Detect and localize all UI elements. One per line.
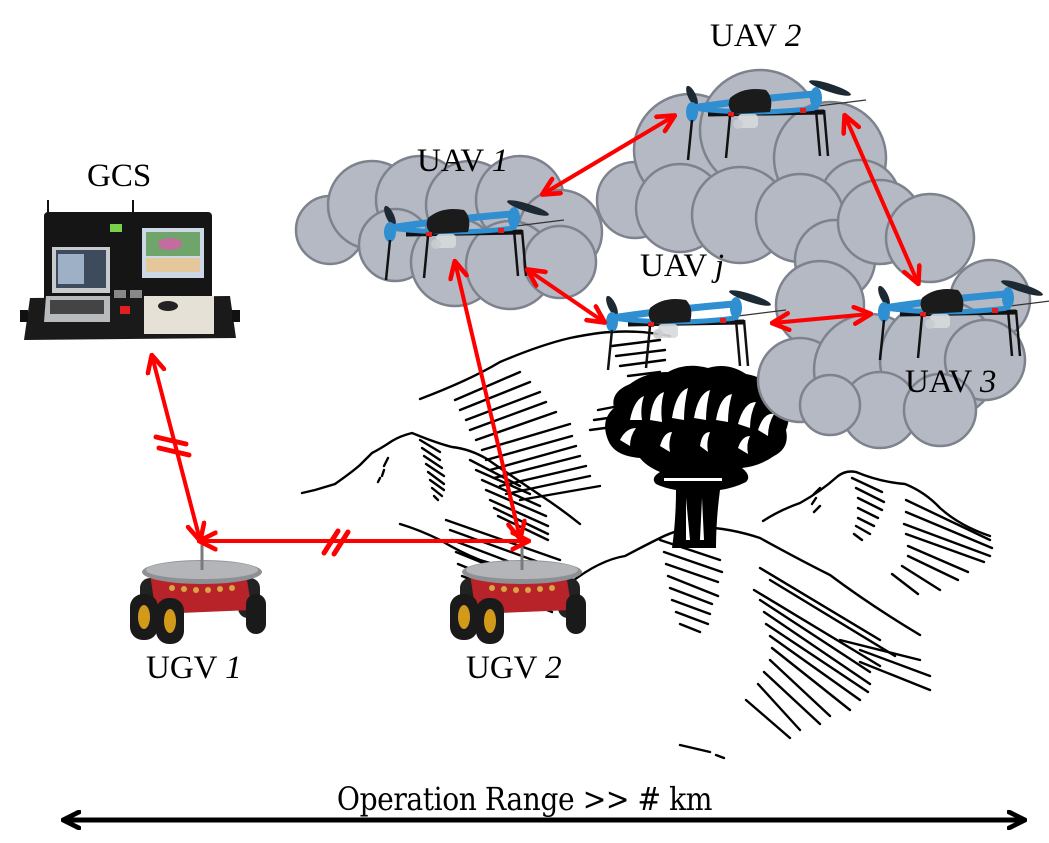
gcs-station[interactable] [20,200,240,340]
uav-2-label: UAV 2 [710,20,801,53]
mushroom-cloud-explosion-icon [605,365,789,548]
ugv-2-label-index: 2 [545,650,562,686]
uav-1-label-index: 1 [491,143,509,179]
uav-j-label-text: UAV [640,248,707,284]
ugv-1-label-index: 1 [225,650,242,686]
ground-control-station-icon [20,200,240,340]
uav-3-label-text: UAV [905,364,972,400]
link-uav2-uav3 [845,116,918,283]
uav-1-label: UAV 1 [417,145,508,178]
uav-2-label-index: 2 [784,18,802,54]
link-uav1-uavj [528,270,604,322]
link-break-marker [153,434,192,458]
uav-j-label: UAV j [640,250,724,283]
link-ugv2-uav1 [455,262,520,538]
operation-range-label: Operation Range >> # km [336,780,713,818]
uav-j-label-index: j [714,248,725,284]
ugv-2-label-text: UGV [466,650,537,686]
link-uav1-uav2 [543,116,674,194]
ugv-2-label: UGV 2 [466,652,562,685]
ugv-1-label: UGV 1 [146,652,242,685]
ugv-1-robot[interactable] [128,538,268,646]
uav-3-label-index: 3 [979,364,997,400]
link-break-marker [321,528,351,557]
gcs-label: GCS [87,158,152,194]
uav-1-label-text: UAV [417,143,484,179]
uav-j-drone[interactable] [604,287,786,370]
uav-3-label: UAV 3 [905,366,996,399]
link-gcs-ugv1 [152,356,200,540]
uav-2-label-text: UAV [710,18,777,54]
ugv-1-label-text: UGV [146,650,217,686]
ground-robot-icon [128,538,268,646]
quadcopter-icon [604,287,786,370]
link-uavj-uav3 [773,314,870,323]
